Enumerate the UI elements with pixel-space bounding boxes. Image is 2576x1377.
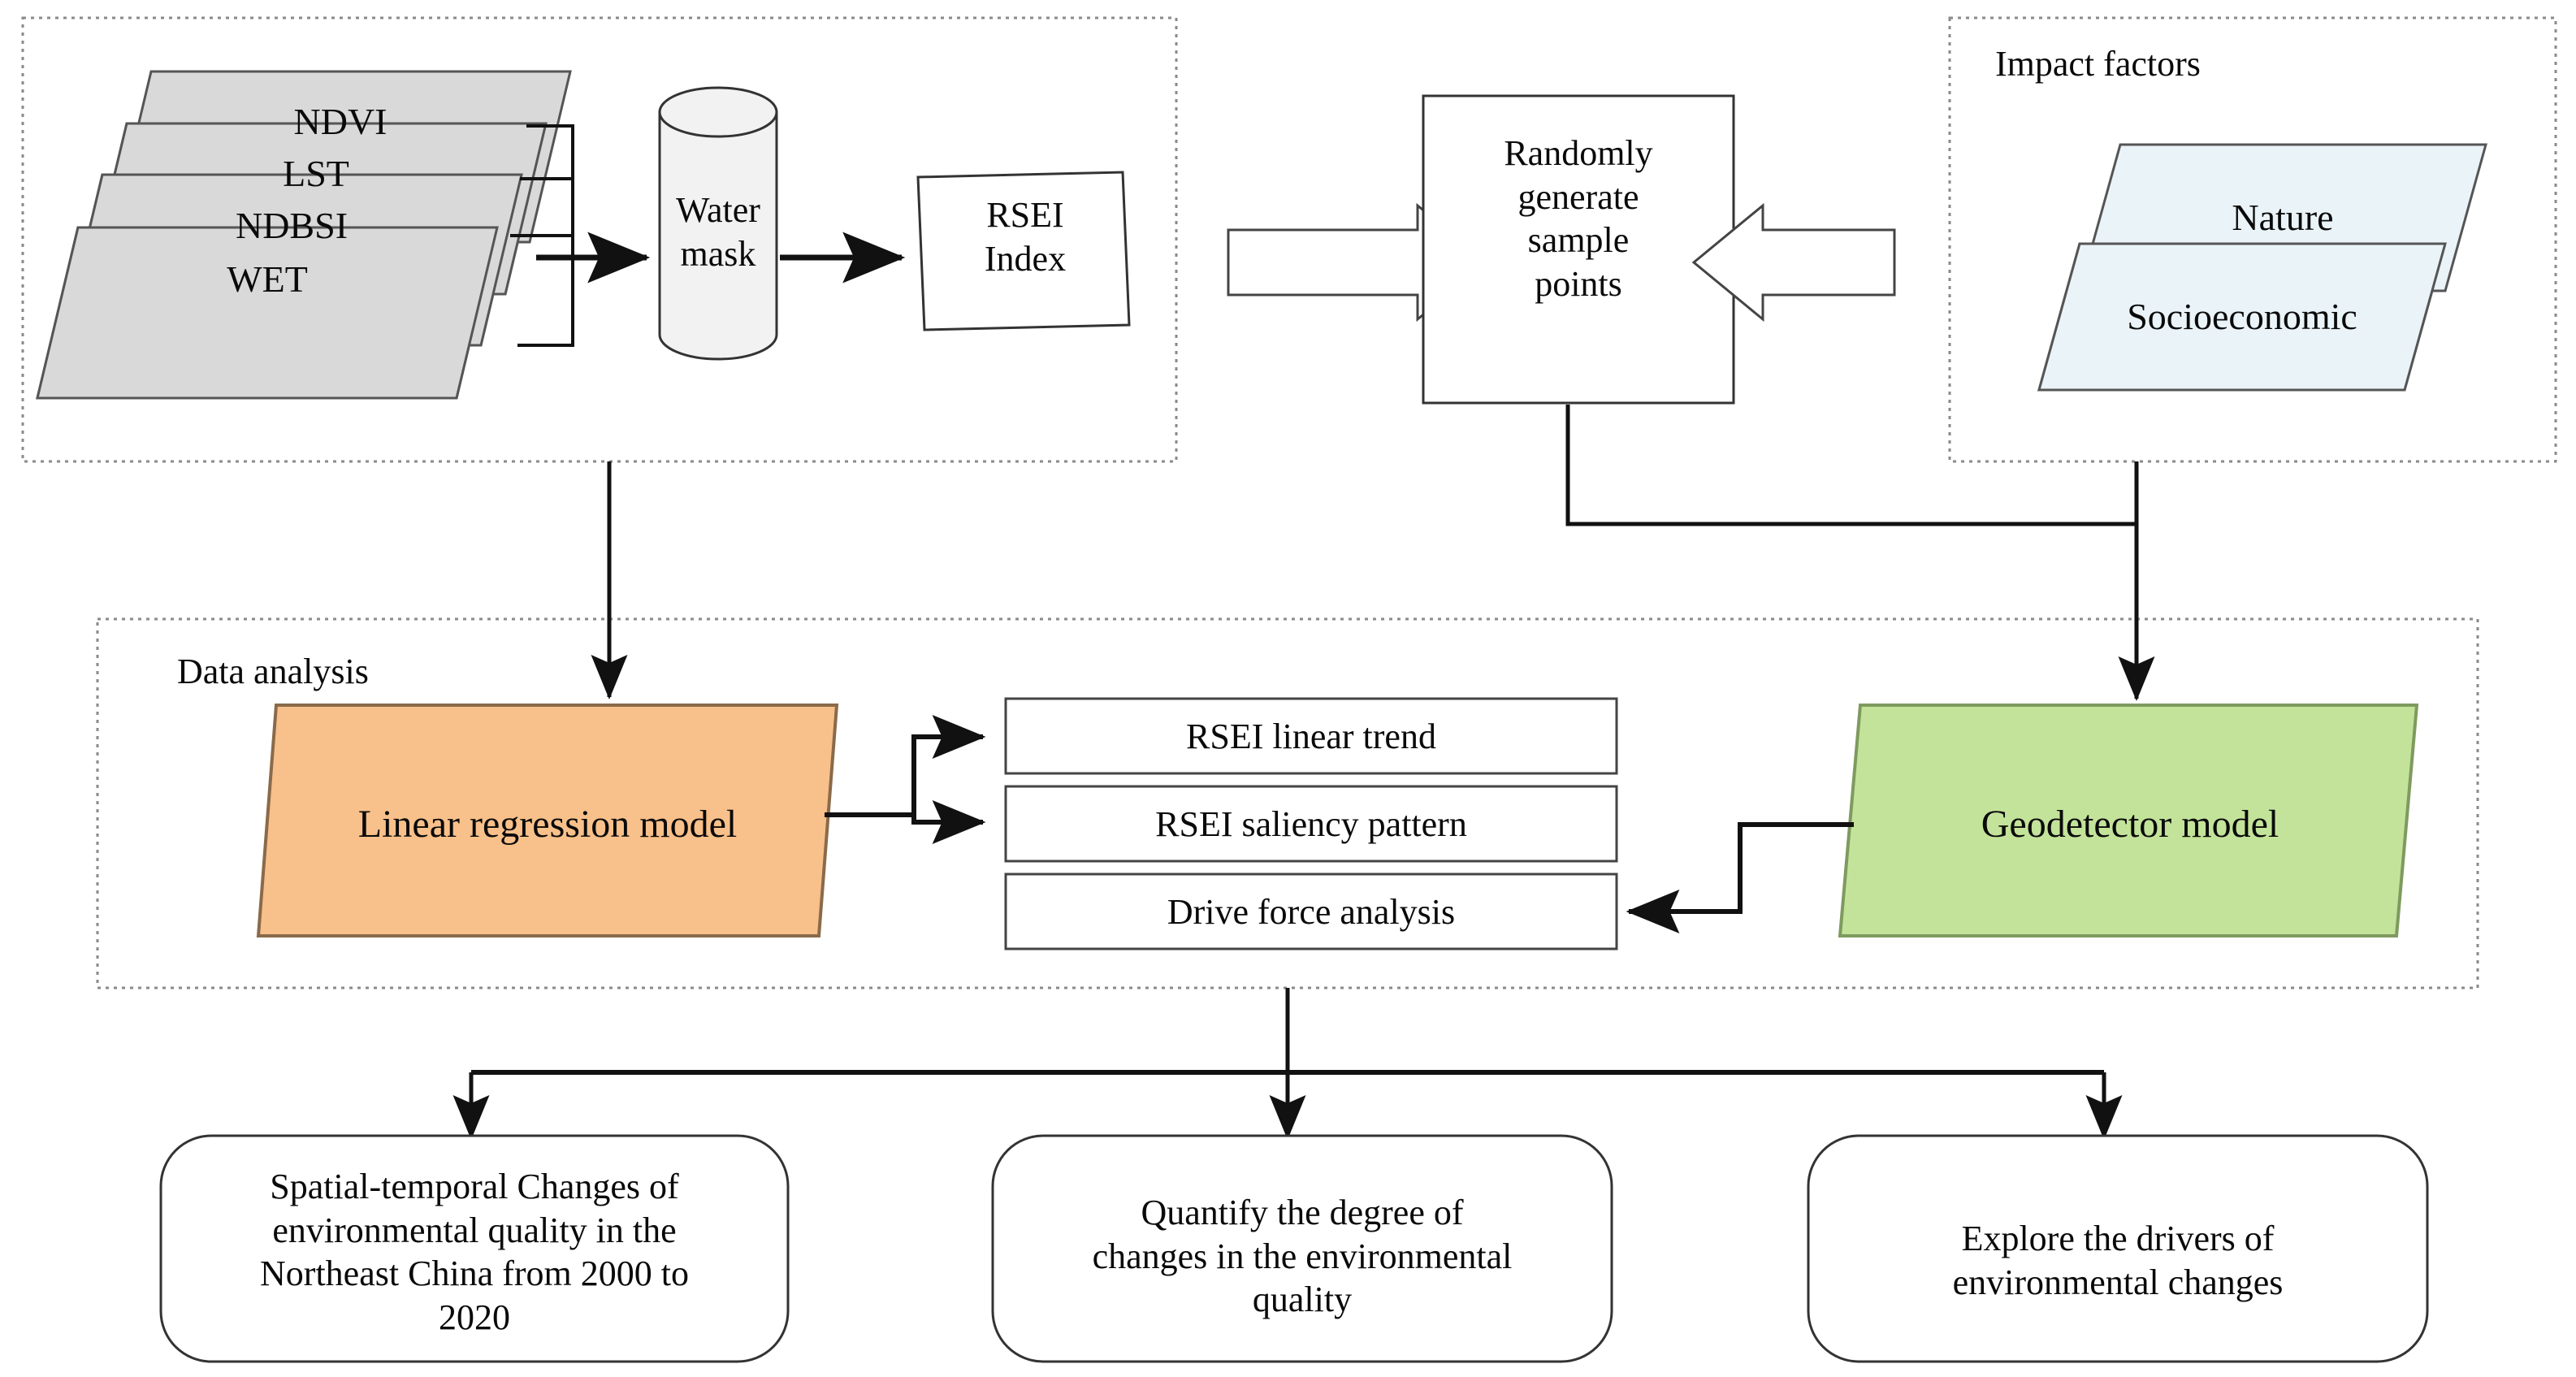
outcome-box-2 [1807,1134,2429,1363]
rsei-index-shape [916,171,1131,331]
analysis-box-2 [1004,873,1618,950]
outcome-box-0 [159,1134,790,1363]
impact-layer-socioeconomic-front [2037,242,2447,392]
block-arrow-left [1691,202,1896,323]
connector-branch-down [911,800,986,844]
group-box-data-source [21,16,1178,463]
outcome-box-1 [991,1134,1613,1363]
linear-regression-model-shape [256,704,839,937]
water-mask-cylinder-top [658,86,778,138]
group-box-data-analysis [96,617,2479,989]
group-box-impact-factors [1948,16,2557,463]
water-mask-cylinder-body [658,110,778,361]
connector-geodetector-to-drive-force [1626,822,1854,933]
connector-sample-points-to-geodetector [1565,405,2137,526]
connector-branch-up [911,715,986,815]
analysis-box-1 [1004,785,1618,863]
input-layer-wet-front [36,226,499,400]
sample-points-box [1422,94,1735,405]
geodetector-model-shape [1838,704,2419,937]
analysis-box-0 [1004,697,1618,775]
